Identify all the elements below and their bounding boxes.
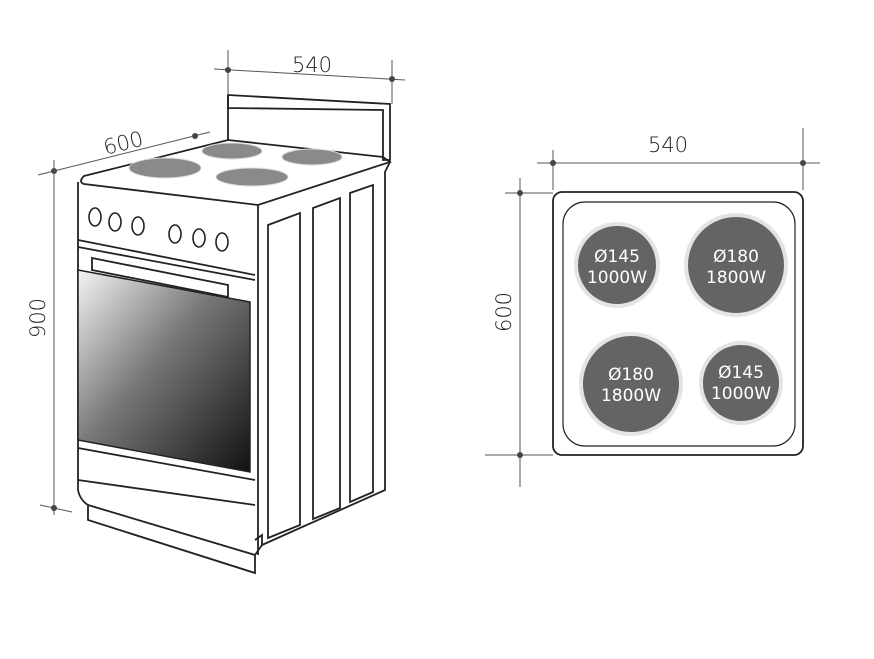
hob-top-view: Ø145 1000W Ø180 1800W Ø180 1800W Ø145 10…: [552, 191, 804, 456]
hotplate: [281, 148, 343, 166]
knob[interactable]: [88, 207, 102, 227]
stove-width-dimension: 540: [213, 50, 406, 104]
knob[interactable]: [168, 224, 182, 244]
zone-power: 1000W: [587, 268, 647, 288]
side-panels: [267, 183, 374, 540]
cooking-zone: Ø145 1000W: [699, 341, 783, 425]
zone-diameter: Ø180: [608, 365, 654, 385]
stove-width-label: 540: [292, 53, 332, 77]
stove-depth-label: 600: [101, 127, 146, 160]
oven-window: [77, 269, 251, 473]
control-panel-edge: [77, 239, 256, 276]
hob-width-dimension: 540: [537, 128, 820, 190]
hotplate: [215, 167, 289, 187]
knob[interactable]: [215, 232, 229, 252]
zone-power: 1000W: [711, 384, 771, 404]
stove-drawing: [77, 94, 392, 575]
hob-width-label: 540: [648, 133, 688, 157]
knob[interactable]: [108, 212, 122, 232]
cooking-zone: Ø145 1000W: [574, 222, 660, 308]
zone-diameter: Ø145: [594, 247, 640, 267]
cooking-zone: Ø180 1800W: [684, 213, 788, 317]
hob-depth-dimension: 600: [485, 178, 553, 487]
zone-diameter: Ø145: [718, 363, 764, 383]
zone-power: 1800W: [706, 268, 766, 288]
cooking-zone: Ø180 1800W: [579, 332, 683, 436]
hotplate: [201, 142, 263, 160]
hob-inner-edge: [562, 201, 796, 447]
stove-height-dimension: 900: [26, 160, 73, 515]
oven-door-handle[interactable]: [91, 256, 229, 299]
hotplate: [128, 157, 202, 179]
cooktop-surface: [80, 139, 392, 206]
stove-height-label: 900: [26, 298, 50, 338]
hob-depth-label: 600: [492, 292, 516, 332]
zone-diameter: Ø180: [713, 247, 759, 267]
zone-power: 1800W: [601, 386, 661, 406]
knob[interactable]: [131, 216, 145, 236]
control-knobs: [88, 207, 229, 252]
hotplates: [128, 142, 343, 187]
knob[interactable]: [192, 228, 206, 248]
